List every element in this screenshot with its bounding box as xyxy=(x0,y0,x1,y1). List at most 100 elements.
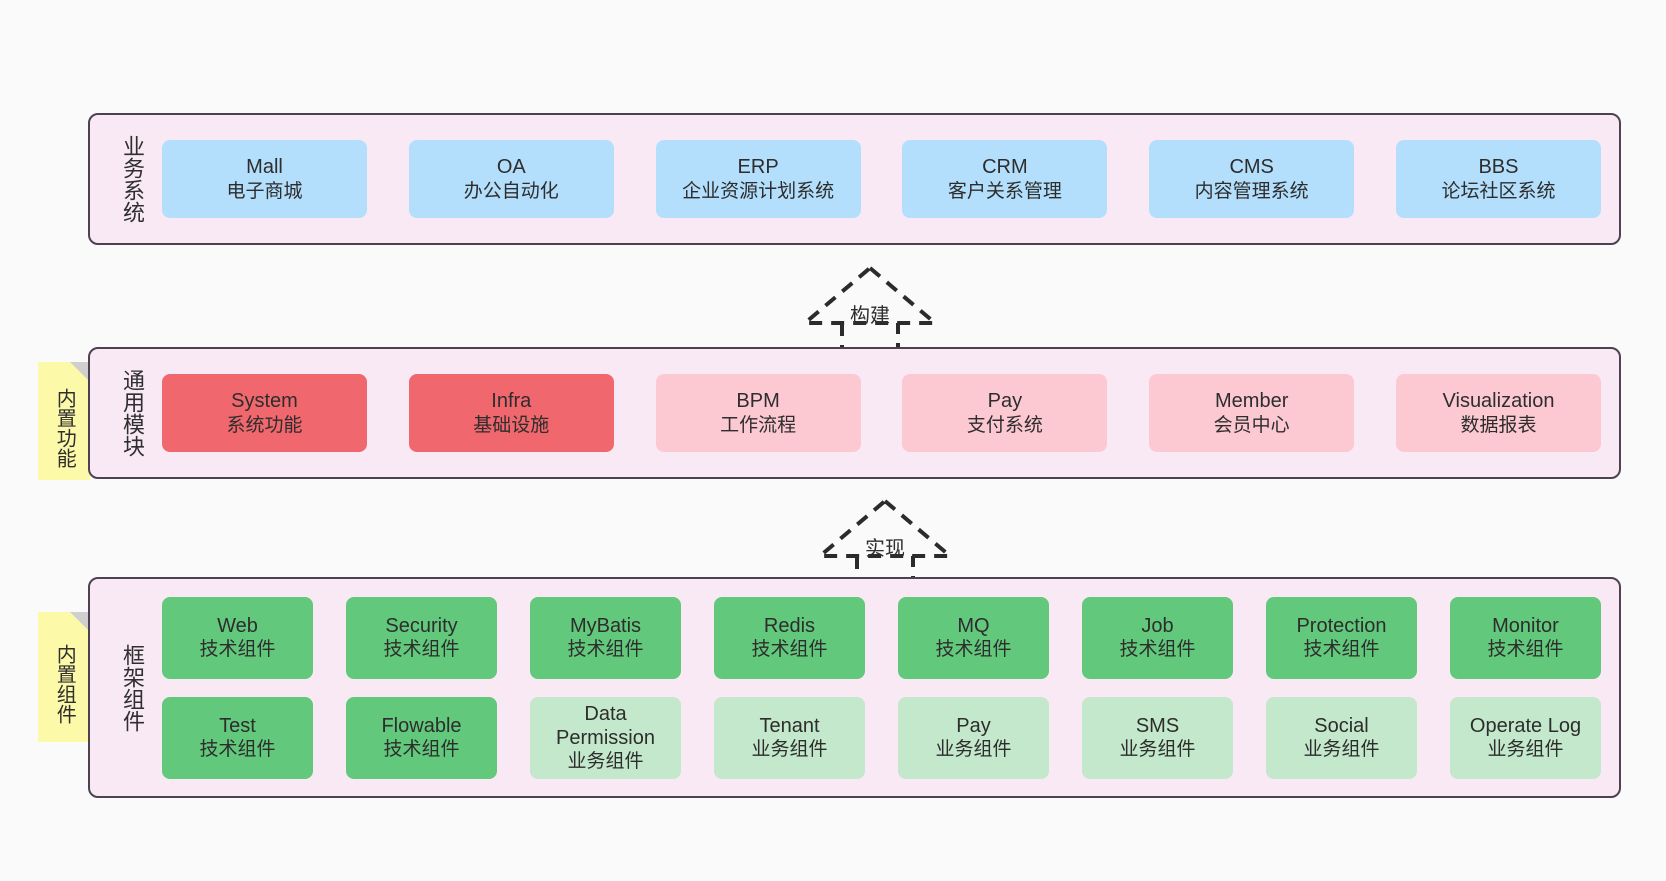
component-card-tenant[interactable]: Tenant 业务组件 xyxy=(714,696,865,779)
module-card-visualization[interactable]: Visualization 数据报表 xyxy=(1395,374,1601,452)
component-card-name: Redis xyxy=(763,614,816,637)
component-card-desc: 业务组件 xyxy=(1303,739,1380,761)
component-card-desc: 业务组件 xyxy=(935,739,1012,761)
component-card-desc: 技术组件 xyxy=(383,639,460,661)
module-card-name: ERP xyxy=(737,156,779,179)
module-card-name: Visualization xyxy=(1442,390,1555,413)
component-card-operate-log[interactable]: Operate Log 业务组件 xyxy=(1450,696,1601,779)
module-card-desc: 工作流程 xyxy=(720,414,797,436)
module-card-desc: 支付系统 xyxy=(966,414,1043,436)
module-card-name: Infra xyxy=(491,390,532,413)
module-card-system[interactable]: System 系统功能 xyxy=(162,374,367,452)
component-card-name: SMS xyxy=(1135,714,1180,737)
module-card-desc: 客户关系管理 xyxy=(947,180,1062,202)
component-card-desc: 技术组件 xyxy=(199,639,276,661)
module-card-member[interactable]: Member 会员中心 xyxy=(1149,374,1355,452)
module-card-name: Pay xyxy=(987,390,1023,413)
module-card-desc: 内容管理系统 xyxy=(1194,180,1309,202)
component-card-name: Job xyxy=(1141,614,1174,637)
component-card-desc: 业务组件 xyxy=(1119,739,1196,761)
module-card-name: CRM xyxy=(982,156,1028,179)
component-card-desc: 技术组件 xyxy=(383,739,460,761)
sticky-note-builtin-component: 内置组件 xyxy=(38,612,90,742)
component-card-mybatis[interactable]: MyBatis 技术组件 xyxy=(530,596,681,679)
module-card-name: BPM xyxy=(736,390,780,413)
component-card-web[interactable]: Web 技术组件 xyxy=(162,596,313,679)
module-card-desc: 电子商城 xyxy=(226,180,303,202)
module-card-erp[interactable]: ERP 企业资源计划系统 xyxy=(655,140,861,218)
module-card-name: CMS xyxy=(1229,156,1274,179)
module-card-infra[interactable]: Infra 基础设施 xyxy=(408,374,614,452)
layer-cells-business-system: Mall 电子商城 OA 办公自动化 ERP 企业资源计划系统 CRM 客户关系… xyxy=(144,115,1619,243)
module-card-pay[interactable]: Pay 支付系统 xyxy=(902,374,1108,452)
module-card-name: BBS xyxy=(1478,156,1519,179)
module-card-crm[interactable]: CRM 客户关系管理 xyxy=(902,140,1108,218)
component-row-technical: Web 技术组件 Security 技术组件 MyBatis 技术组件 Redi… xyxy=(162,596,1601,679)
module-card-desc: 企业资源计划系统 xyxy=(682,180,835,202)
component-card-desc: 技术组件 xyxy=(199,739,276,761)
module-card-bbs[interactable]: BBS 论坛社区系统 xyxy=(1395,140,1601,218)
component-card-name: Flowable xyxy=(381,714,462,737)
module-card-name: Member xyxy=(1215,390,1289,413)
component-card-test[interactable]: Test 技术组件 xyxy=(162,696,313,779)
component-card-name: Operate Log xyxy=(1469,714,1582,737)
component-card-flowable[interactable]: Flowable 技术组件 xyxy=(346,696,497,779)
component-card-social[interactable]: Social 业务组件 xyxy=(1266,696,1417,779)
component-card-name: Tenant xyxy=(759,714,820,737)
component-card-desc: 技术组件 xyxy=(567,639,644,661)
component-card-desc: 业务组件 xyxy=(751,739,828,761)
layer-title-framework-component: 框架组件 xyxy=(120,643,145,732)
module-card-desc: 会员中心 xyxy=(1213,414,1290,436)
module-card-oa[interactable]: OA 办公自动化 xyxy=(408,140,614,218)
module-card-desc: 基础设施 xyxy=(473,414,550,436)
connector-label: 实现 xyxy=(865,538,905,560)
component-card-name: Data Permission xyxy=(556,702,655,749)
module-card-name: System xyxy=(231,390,298,413)
module-card-name: OA xyxy=(496,156,526,179)
component-card-desc: 业务组件 xyxy=(567,751,644,773)
component-card-name: Social xyxy=(1314,714,1369,737)
component-card-name: MQ xyxy=(957,614,990,637)
module-card-desc: 论坛社区系统 xyxy=(1441,180,1556,202)
component-card-desc: 技术组件 xyxy=(751,639,828,661)
component-card-desc: 技术组件 xyxy=(1487,639,1564,661)
component-card-desc: 技术组件 xyxy=(1303,639,1380,661)
module-card-name: Mall xyxy=(246,156,283,179)
module-card-cms[interactable]: CMS 内容管理系统 xyxy=(1149,140,1355,218)
connector-build: 构建 xyxy=(795,263,945,358)
layer-common-module: 通用模块 System 系统功能 Infra 基础设施 BPM 工作流程 Pay… xyxy=(88,347,1621,479)
component-card-mq[interactable]: MQ 技术组件 xyxy=(898,596,1049,679)
component-card-name: Test xyxy=(219,714,256,737)
component-card-data-permission[interactable]: Data Permission 业务组件 xyxy=(530,696,681,779)
component-card-name: Security xyxy=(385,614,458,637)
component-card-pay[interactable]: Pay 业务组件 xyxy=(898,696,1049,779)
layer-title-common-module: 通用模块 xyxy=(120,369,145,457)
component-card-desc: 业务组件 xyxy=(1487,739,1564,761)
component-row-business: Test 技术组件 Flowable 技术组件 Data Permission … xyxy=(162,696,1601,779)
component-card-desc: 技术组件 xyxy=(1119,639,1196,661)
layer-cells-framework-component: Web 技术组件 Security 技术组件 MyBatis 技术组件 Redi… xyxy=(144,579,1619,796)
module-card-bpm[interactable]: BPM 工作流程 xyxy=(655,374,861,452)
component-card-protection[interactable]: Protection 技术组件 xyxy=(1266,596,1417,679)
connector-label: 构建 xyxy=(850,305,890,327)
layer-business-system: 业务系统 Mall 电子商城 OA 办公自动化 ERP 企业资源计划系统 CRM… xyxy=(88,113,1621,245)
module-card-mall[interactable]: Mall 电子商城 xyxy=(162,140,367,218)
layer-framework-component: 框架组件 Web 技术组件 Security 技术组件 MyBatis 技术组件… xyxy=(88,577,1621,798)
layer-title-business-system: 业务系统 xyxy=(120,135,145,223)
sticky-note-builtin-function: 内置功能 xyxy=(38,362,90,480)
sticky-note-label: 内置功能 xyxy=(53,388,76,468)
component-card-name: MyBatis xyxy=(569,614,642,637)
component-card-redis[interactable]: Redis 技术组件 xyxy=(714,596,865,679)
component-card-name: Protection xyxy=(1296,614,1387,637)
component-card-desc: 技术组件 xyxy=(935,639,1012,661)
module-card-desc: 系统功能 xyxy=(226,414,303,436)
component-card-job[interactable]: Job 技术组件 xyxy=(1082,596,1233,679)
module-card-desc: 办公自动化 xyxy=(463,180,559,202)
sticky-note-label: 内置组件 xyxy=(53,644,76,724)
component-card-sms[interactable]: SMS 业务组件 xyxy=(1082,696,1233,779)
component-card-security[interactable]: Security 技术组件 xyxy=(346,596,497,679)
module-card-desc: 数据报表 xyxy=(1460,414,1537,436)
component-card-monitor[interactable]: Monitor 技术组件 xyxy=(1450,596,1601,679)
folded-corner-icon xyxy=(70,362,90,382)
